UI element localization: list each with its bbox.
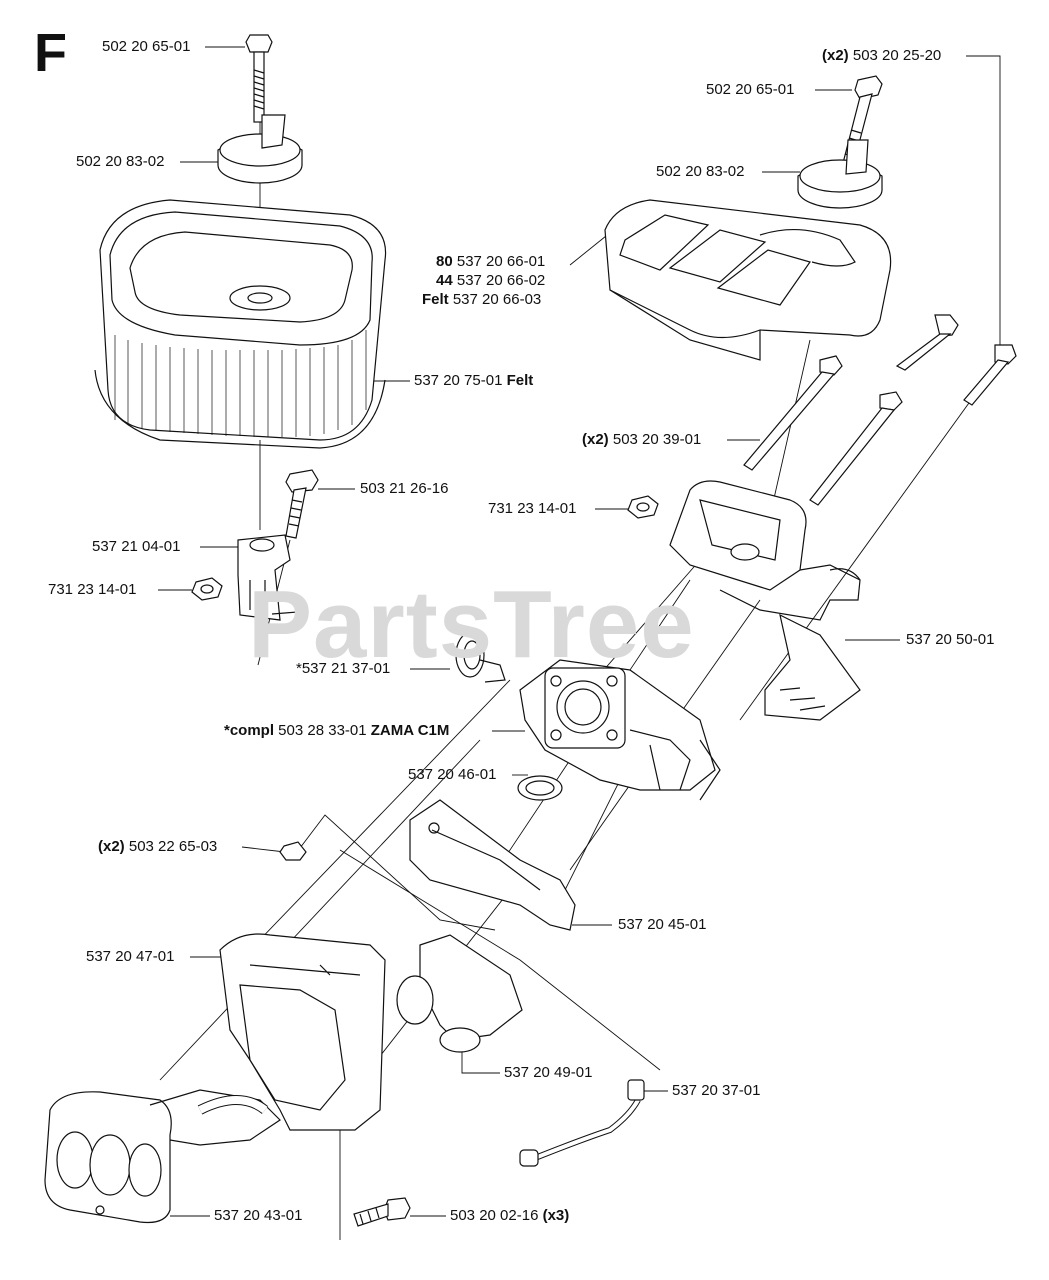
part-label[interactable]: 537 20 43-01 [214,1207,303,1224]
throttle-bracket [409,799,576,931]
part-label[interactable]: Felt 537 20 66-03 [422,291,542,308]
long-bolts [743,314,1017,506]
part-label[interactable]: 502 20 65-01 [102,38,191,55]
section-letter: F [34,23,67,83]
carburetor [519,659,721,801]
part-label[interactable]: *537 21 37-01 [296,660,391,677]
part-label[interactable]: 731 23 14-01 [488,500,577,517]
bracket-left [237,534,299,621]
gasket-ring [517,775,563,801]
part-label[interactable]: 502 20 83-02 [656,163,745,180]
part-label[interactable]: 731 23 14-01 [48,581,137,598]
spacer-left [217,114,303,184]
part-label[interactable]: 80 537 20 66-01 [436,253,546,270]
fuel-hose [519,1079,645,1167]
spacer-right [797,139,883,209]
part-label[interactable]: *compl 503 28 33-01 ZAMA C1M [224,722,450,739]
gasket-small [455,632,506,683]
part-label[interactable]: 537 21 04-01 [92,538,181,555]
intake-boot [396,934,523,1053]
part-label[interactable]: 537 20 49-01 [504,1064,593,1081]
part-label[interactable]: 537 20 45-01 [618,916,707,933]
bolt-bottom [353,1197,411,1227]
nut-left [191,577,223,601]
part-label[interactable]: 502 20 65-01 [706,81,795,98]
screw-small [285,469,319,539]
watermark: PartsTree [248,571,695,678]
part-label[interactable]: 503 21 26-16 [360,480,449,497]
heat-shield [219,933,386,1131]
part-label[interactable]: 537 20 47-01 [86,948,175,965]
part-label[interactable]: (x2) 503 20 25-20 [822,47,942,64]
nut-right [627,495,659,519]
part-label[interactable]: 44 537 20 66-02 [436,272,546,289]
part-label[interactable]: (x2) 503 22 65-03 [98,838,218,855]
part-label[interactable]: 537 20 75-01 Felt [414,372,534,389]
part-label[interactable]: (x2) 503 20 39-01 [582,431,702,448]
part-label[interactable]: 537 20 37-01 [672,1082,761,1099]
intake-holder [669,480,861,721]
part-label[interactable]: 537 20 46-01 [408,766,497,783]
bolt-top-left [245,34,273,123]
filter-cover [604,199,892,361]
part-label[interactable]: 503 20 02-16 (x3) [450,1207,570,1224]
air-filter [94,199,387,449]
intake-manifold [44,1089,281,1224]
nut-tiny [279,841,307,861]
part-label[interactable]: 537 20 50-01 [906,631,995,648]
part-label[interactable]: 502 20 83-02 [76,153,165,170]
